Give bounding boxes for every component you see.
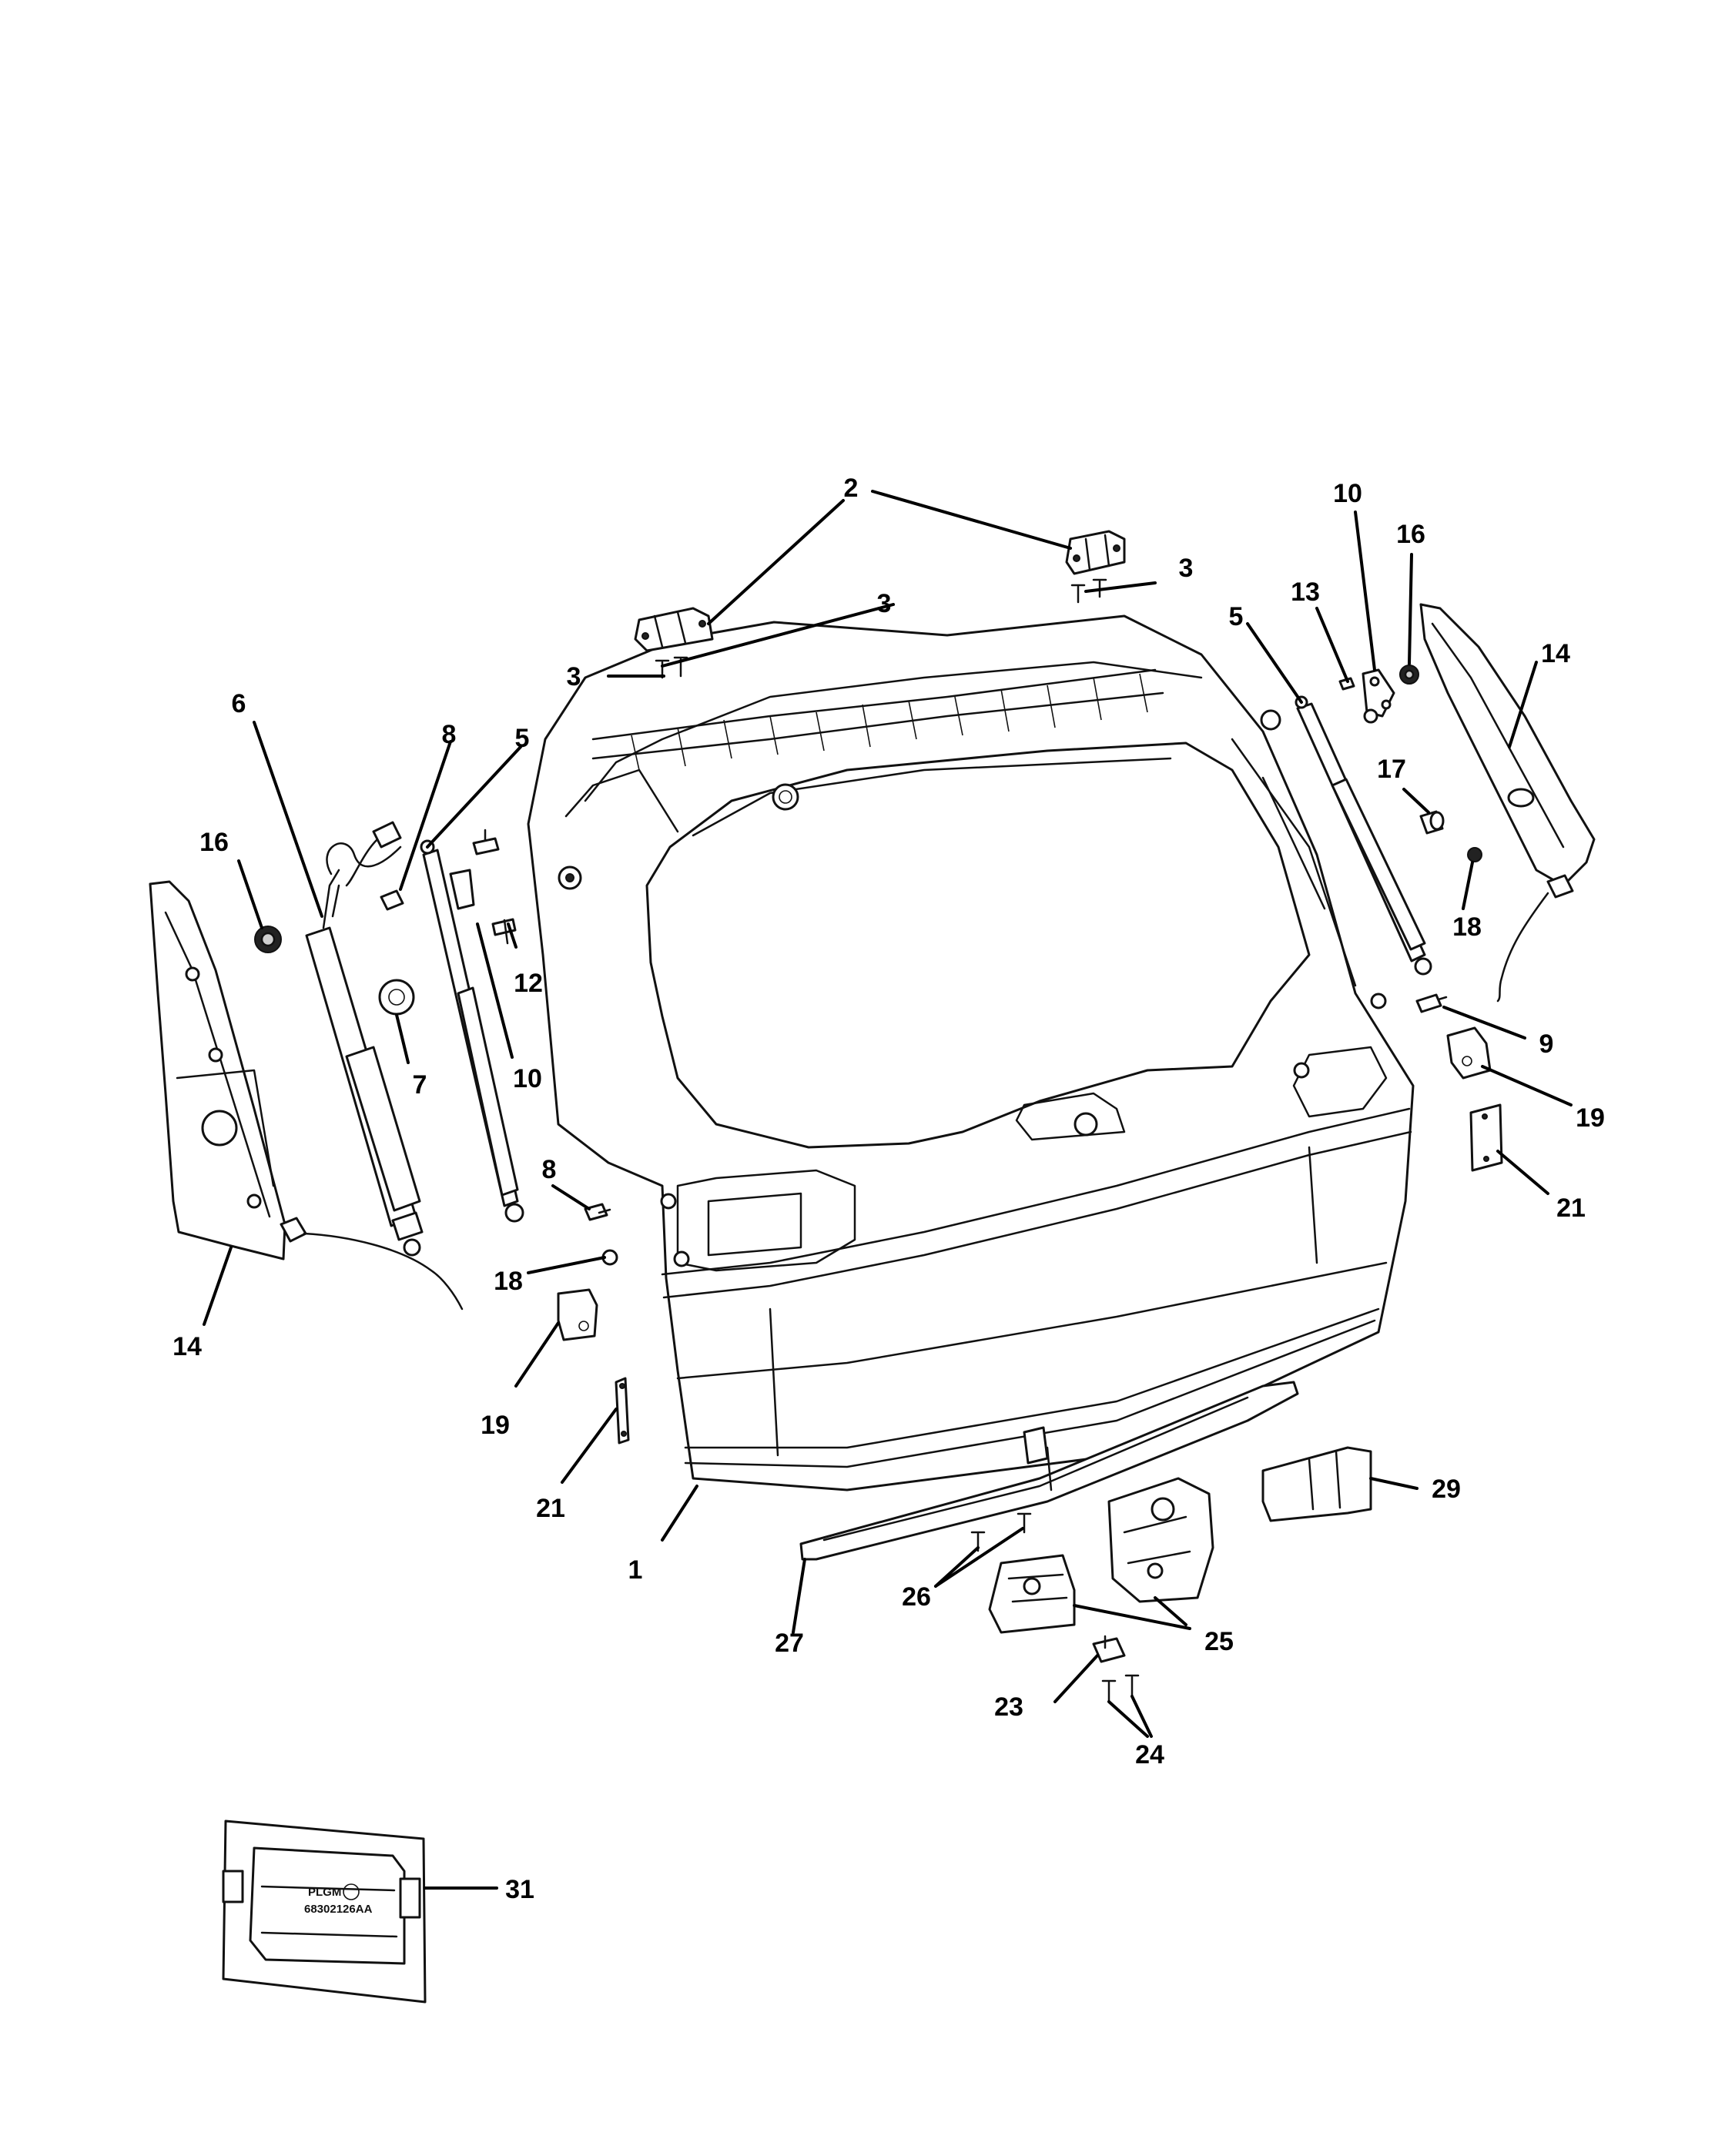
- callout-8-upper: 8: [442, 720, 457, 749]
- hinge-left: [634, 607, 714, 652]
- callout-1: 1: [628, 1555, 643, 1585]
- callout-14-left: 14: [172, 1332, 202, 1361]
- bumper-19-left: [557, 1288, 598, 1341]
- bracket-21-left: [615, 1377, 630, 1445]
- callout-3-mid: 3: [877, 589, 892, 618]
- bracket-21-right: [1469, 1103, 1503, 1172]
- callout-3-left: 3: [567, 662, 581, 691]
- d-pillar-trim-right: [1419, 603, 1596, 1003]
- strut-bracket-left: [449, 829, 517, 945]
- callout-23: 23: [994, 1692, 1023, 1722]
- callout-17: 17: [1377, 755, 1406, 784]
- power-liftgate-strut: [305, 842, 424, 1257]
- callout-16-right: 16: [1396, 520, 1425, 549]
- callout-2: 2: [844, 474, 859, 503]
- callout-21-right: 21: [1556, 1194, 1586, 1223]
- bumper-17: [1419, 810, 1445, 835]
- bumper-16-left: [254, 926, 282, 953]
- callout-12: 12: [514, 969, 543, 998]
- callout-10-right: 10: [1333, 479, 1362, 508]
- striker-23: [1092, 1635, 1126, 1663]
- callout-8-lower: 8: [542, 1155, 557, 1184]
- callout-31: 31: [505, 1875, 534, 1904]
- callout-24: 24: [1135, 1740, 1164, 1769]
- bumper-stop-7: [378, 979, 415, 1016]
- callout-18-right: 18: [1452, 912, 1482, 942]
- leader-lines: [203, 490, 1573, 1890]
- wire-connector-left: [345, 821, 404, 911]
- applique-27: [799, 1381, 1299, 1561]
- callout-18-left: 18: [494, 1267, 523, 1296]
- module-label-line1: PLGM: [308, 1886, 341, 1899]
- gas-strut-left: [420, 839, 524, 1223]
- clip-8-lower: [584, 1203, 611, 1221]
- module-label-line2: 68302126AA: [304, 1903, 373, 1916]
- callout-9: 9: [1539, 1029, 1554, 1059]
- clip-9: [1415, 993, 1448, 1013]
- nut-18-right: [1467, 847, 1482, 862]
- d-pillar-trim-left: [149, 880, 464, 1311]
- callout-27: 27: [775, 1629, 804, 1658]
- bumper-19-right: [1446, 1026, 1492, 1080]
- gas-strut-right: [1295, 695, 1432, 976]
- callout-21-left: 21: [536, 1494, 565, 1523]
- callout-3-top-right: 3: [1179, 554, 1194, 583]
- callout-19-left: 19: [481, 1411, 510, 1440]
- hinge-right: [1065, 530, 1126, 575]
- callout-10-left: 10: [513, 1064, 542, 1093]
- screws-26: [970, 1512, 1032, 1552]
- screws-24: [1101, 1674, 1140, 1702]
- bumper-16-right: [1399, 665, 1419, 685]
- callout-25: 25: [1204, 1627, 1234, 1656]
- liftgate-panel: [527, 614, 1415, 1491]
- callout-6: 6: [232, 689, 246, 718]
- cover-29: [1261, 1446, 1372, 1522]
- callout-29: 29: [1432, 1475, 1461, 1504]
- callout-7: 7: [413, 1070, 427, 1100]
- latch-25-upper: [1107, 1477, 1214, 1603]
- callout-5-left: 5: [515, 724, 530, 753]
- callout-16-left: 16: [199, 828, 229, 857]
- callout-26: 26: [902, 1582, 931, 1612]
- control-module-31: PLGM 68302126AA: [222, 1820, 427, 2004]
- callout-13: 13: [1291, 578, 1320, 607]
- callout-14-right: 14: [1541, 639, 1570, 668]
- latch-25-lower: [988, 1554, 1076, 1634]
- callout-19-right: 19: [1576, 1103, 1605, 1133]
- callout-labels: 2 3 3 3 5 5 6 8 8 16 7 10 12 18 19 21 14…: [172, 474, 1605, 1904]
- bracket-10-right: [1362, 668, 1395, 724]
- callout-5-right: 5: [1229, 602, 1244, 631]
